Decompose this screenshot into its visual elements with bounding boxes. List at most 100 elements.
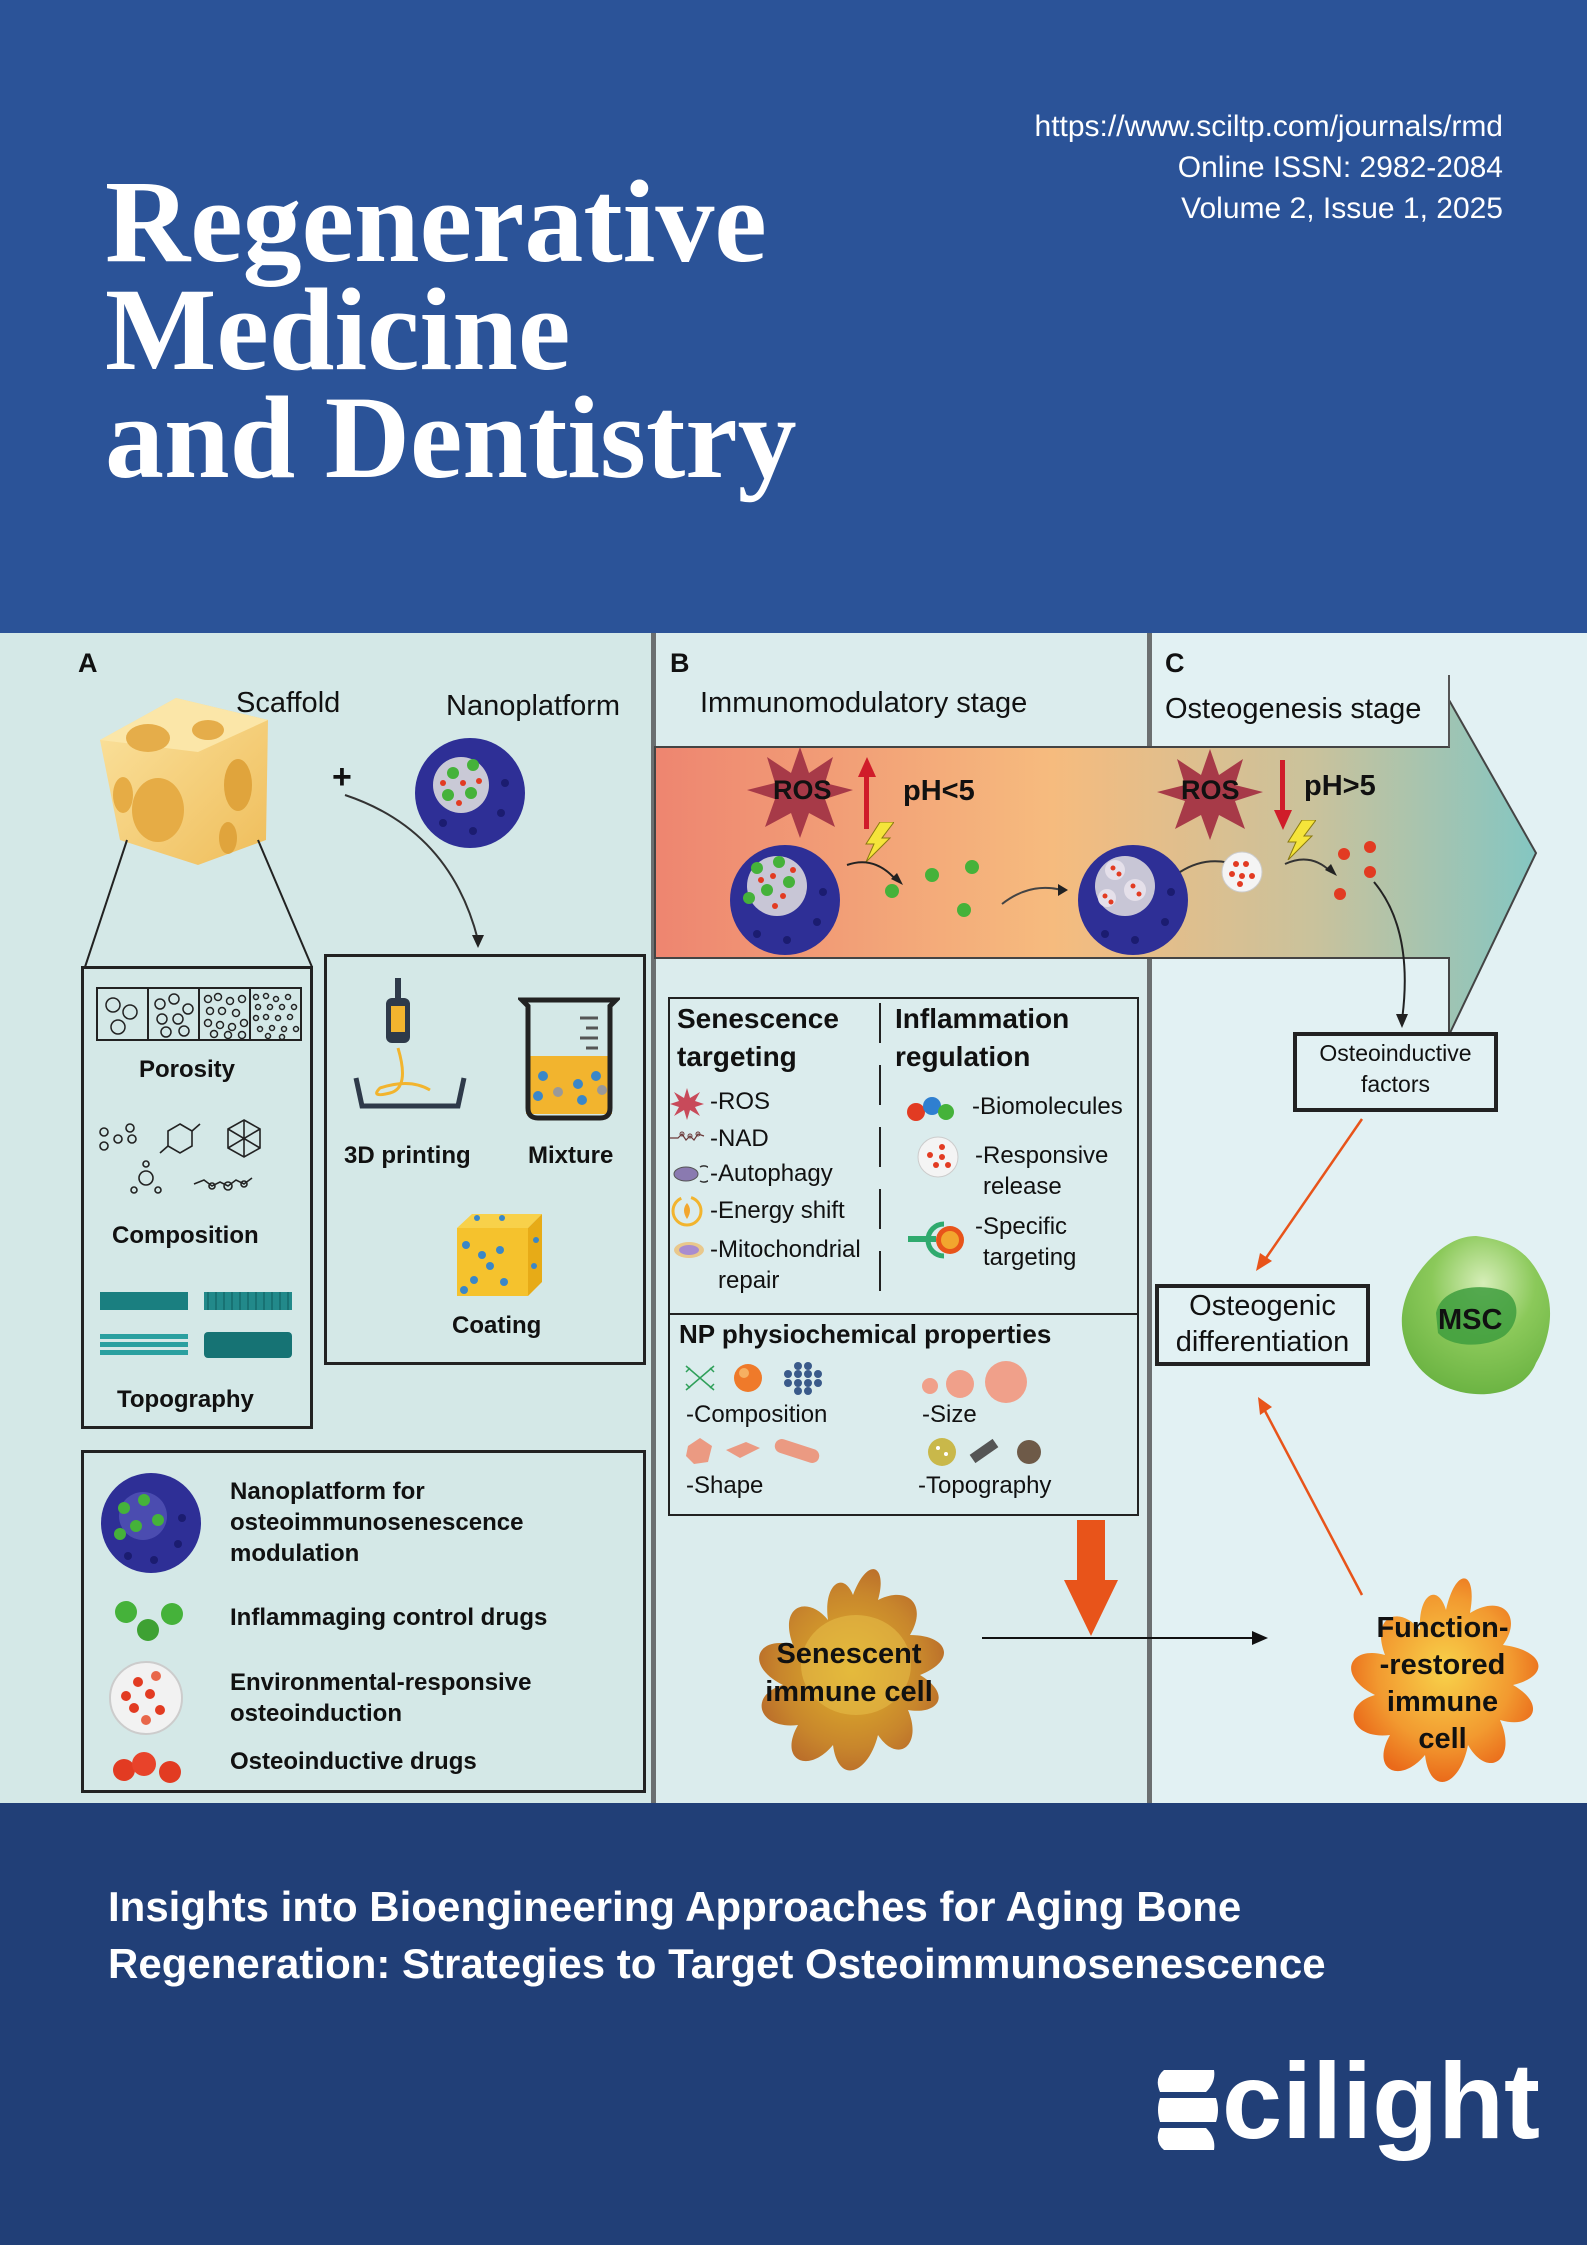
journal-issn: Online ISSN: 2982-2084 [1177, 151, 1503, 184]
nanoplatform-unloaded-icon [1078, 845, 1188, 955]
ph-neutral-label: pH>5 [1304, 770, 1376, 802]
senescence-item: -Energy shift [710, 1197, 845, 1224]
osteogenic-differentiation-box [1155, 1284, 1370, 1366]
cover-header [0, 0, 1587, 633]
inflammation-regulation-title: Inflammation regulation [895, 1003, 1070, 1072]
ros-increase-arrow-icon [858, 757, 876, 829]
scaffold-properties-box [81, 966, 313, 1429]
journal-title: Regenerative Medicine and Dentistry [105, 156, 797, 503]
curved-arrow [344, 794, 484, 948]
fabrication-methods-box [324, 954, 646, 1365]
osteoinductive-factors-label: Osteoinductive factors [1319, 1040, 1472, 1097]
senescence-item: -Autophagy [710, 1160, 833, 1187]
osteogenesis-stage-label: Osteogenesis stage [1165, 693, 1422, 725]
senescence-targeting-title: Senescence targeting [677, 1003, 839, 1072]
journal-title-line: Regenerative [105, 156, 767, 287]
inflammation-item: -Responsive release [975, 1142, 1109, 1200]
ph-acidic-label: pH<5 [903, 775, 975, 807]
np-composition-icons [685, 1362, 822, 1395]
ros-star-icon [747, 747, 853, 838]
composition-molecules-icon [99, 1119, 261, 1194]
porosity-icon [96, 987, 302, 1041]
responsive-vesicle-icon [1221, 851, 1263, 893]
cover-footer [0, 1803, 1587, 2245]
autophagy-icon [673, 1165, 708, 1183]
panel-divider [1147, 633, 1152, 1803]
legend-label-osteoinductive: Osteoinductive drugs [230, 1748, 477, 1775]
immunomodulatory-stage-label: Immunomodulatory stage [700, 687, 1028, 719]
coated-cube-icon [457, 1214, 542, 1296]
green-drug-particles-icon [115, 1601, 183, 1641]
dashed-divider [879, 1003, 881, 1313]
msc-label: MSC [1438, 1304, 1503, 1336]
responsive-vesicle-icon [109, 1661, 183, 1735]
senescence-item: -NAD [710, 1125, 769, 1152]
specific-targeting-icon [908, 1221, 964, 1259]
nanoplatform-sphere-icon [101, 1473, 201, 1573]
ros-star-icon [1157, 749, 1263, 840]
release-arrow-icon [1284, 858, 1337, 876]
ros-star-icon [670, 1088, 704, 1120]
osteoinductive-factors-box [1293, 1032, 1498, 1112]
green-drug-particles-released-icon [885, 860, 979, 917]
curved-arrow-to-factors [1373, 881, 1408, 1028]
function-restored-immune-cell-label: Function- -restored immune cell [1376, 1612, 1509, 1755]
senescence-item: -Mitochondrial repair [710, 1236, 861, 1294]
function-restored-immune-cell-icon [1351, 1578, 1539, 1782]
responsive-release-icon [917, 1136, 959, 1178]
plus-sign: + [332, 758, 352, 796]
energy-shift-icon [671, 1195, 703, 1227]
red-drug-particles-released-icon [1334, 841, 1376, 900]
journal-title-line: and Dentistry [105, 372, 797, 503]
property-porosity: Porosity [139, 1056, 236, 1083]
osteogenic-differentiation-label: Osteogenic differentiation [1175, 1290, 1350, 1358]
np-topography-icons [928, 1438, 1041, 1466]
property-composition: Composition [112, 1222, 259, 1249]
property-topography: Topography [117, 1386, 254, 1413]
np-property-composition: -Composition [686, 1401, 828, 1428]
panel-divider [651, 633, 656, 1803]
mitochondria-icon [674, 1242, 704, 1258]
senescent-immune-cell-label: Senescent immune cell [765, 1638, 933, 1708]
inflammation-item: -Biomolecules [972, 1093, 1123, 1120]
legend-label-responsive: Environmental-responsive osteoinduction [230, 1669, 532, 1727]
panel-letter: A [78, 648, 98, 678]
nad-chain-icon [670, 1131, 705, 1141]
beaker-icon [518, 997, 620, 1121]
downward-effect-arrow [1064, 1520, 1118, 1636]
transition-arrow-icon [1001, 884, 1068, 905]
scilight-logo-s-icon [1157, 2070, 1218, 2150]
publisher-logo-text: cilight [1222, 2040, 1540, 2161]
legend-label-inflammaging: Inflammaging control drugs [230, 1604, 548, 1631]
np-properties-title: NP physiochemical properties [679, 1319, 1052, 1349]
legend-label-nanoplatform: Nanoplatform for osteoimmunosenescence m… [230, 1478, 524, 1567]
nanoplatform-loaded-icon [730, 845, 840, 955]
np-property-size: -Size [922, 1401, 977, 1428]
journal-url[interactable]: https://www.sciltp.com/journals/rmd [1034, 110, 1503, 143]
nanoplatform-label: Nanoplatform [446, 690, 621, 722]
np-properties-box [668, 1313, 1139, 1516]
method-coating: Coating [452, 1312, 542, 1339]
journal-volume-issue: Volume 2, Issue 1, 2025 [1181, 192, 1503, 225]
np-shape-icons [686, 1438, 820, 1464]
np-property-topography: -Topography [918, 1472, 1052, 1499]
ros-decrease-arrow-icon [1274, 760, 1292, 830]
topography-layers-icon [100, 1292, 292, 1358]
np-size-icons [922, 1361, 1027, 1403]
article-title: Insights into Bioengineering Approaches … [108, 1883, 1326, 1987]
release-arrow-icon [846, 861, 903, 885]
trigger-lightning-icon [1287, 820, 1316, 860]
red-drug-particles-icon [113, 1752, 181, 1783]
ros-label: ROS [773, 775, 832, 805]
method-mixture: Mixture [528, 1142, 614, 1169]
3d-printer-icon [353, 978, 467, 1109]
journal-title-line: Medicine [105, 264, 571, 395]
senescent-immune-cell-icon [759, 1569, 944, 1771]
biomolecules-icon [907, 1097, 954, 1121]
orange-arrow-to-differentiation [1256, 1118, 1364, 1271]
journal-meta: https://www.sciltp.com/journals/rmd Onli… [1035, 106, 1503, 229]
trigger-lightning-icon [865, 822, 894, 862]
msc-cell-icon [1401, 1236, 1551, 1395]
orange-arrow-from-restored-cell [1258, 1397, 1364, 1596]
inflammation-item: -Specific targeting [975, 1213, 1077, 1271]
